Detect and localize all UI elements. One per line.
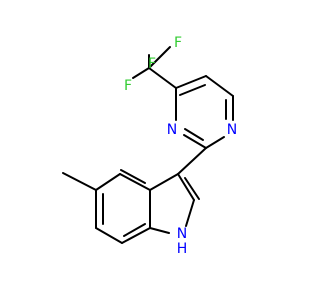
atom-label-f-right: F [174,35,182,51]
bonds [62,46,234,244]
atom-label-n-indole: N [177,226,187,242]
atom-label-h-indole: H [177,241,188,257]
bond-c7-c7a-inner [123,223,146,237]
bond-cf3-f-left [132,67,150,79]
bond-c3a-c3 [149,173,179,191]
bond-n1-c2 [205,136,225,149]
bond-c4-c5 [175,75,207,89]
atom-label-f-left: F [124,78,132,94]
bond-c2-nh [185,199,195,227]
bond-c4-c5b [95,173,121,191]
bond-c3-c2-inner [184,177,200,200]
bond-c4-c5-inner [179,84,206,96]
bond-nh-c7a [149,227,170,234]
bond-c2-n3-inner [184,128,204,141]
bond-c3-c2 [177,173,195,201]
bond-c3a-c4 [119,173,151,191]
bond-methyl [62,172,97,191]
bond-c7-c7a [121,227,151,244]
atom-label-n-pyrimidine-right: N [227,122,237,138]
atom-label-f-top: F [148,56,156,72]
bond-cf3-ring [148,67,177,89]
atom-labels: F F F N N N H [124,35,237,257]
bond-c2-indole-c3 [177,147,207,175]
bond-c3a-c4-inner [120,169,146,184]
molecule-structure: F F F N N N H [62,35,237,257]
bond-cf3-f-right [148,46,171,69]
bond-c6b-c7 [95,227,123,244]
bond-c2-n3 [183,134,207,149]
atom-label-n-pyrimidine-left: N [167,122,177,138]
bond-c5-c6 [205,75,234,97]
